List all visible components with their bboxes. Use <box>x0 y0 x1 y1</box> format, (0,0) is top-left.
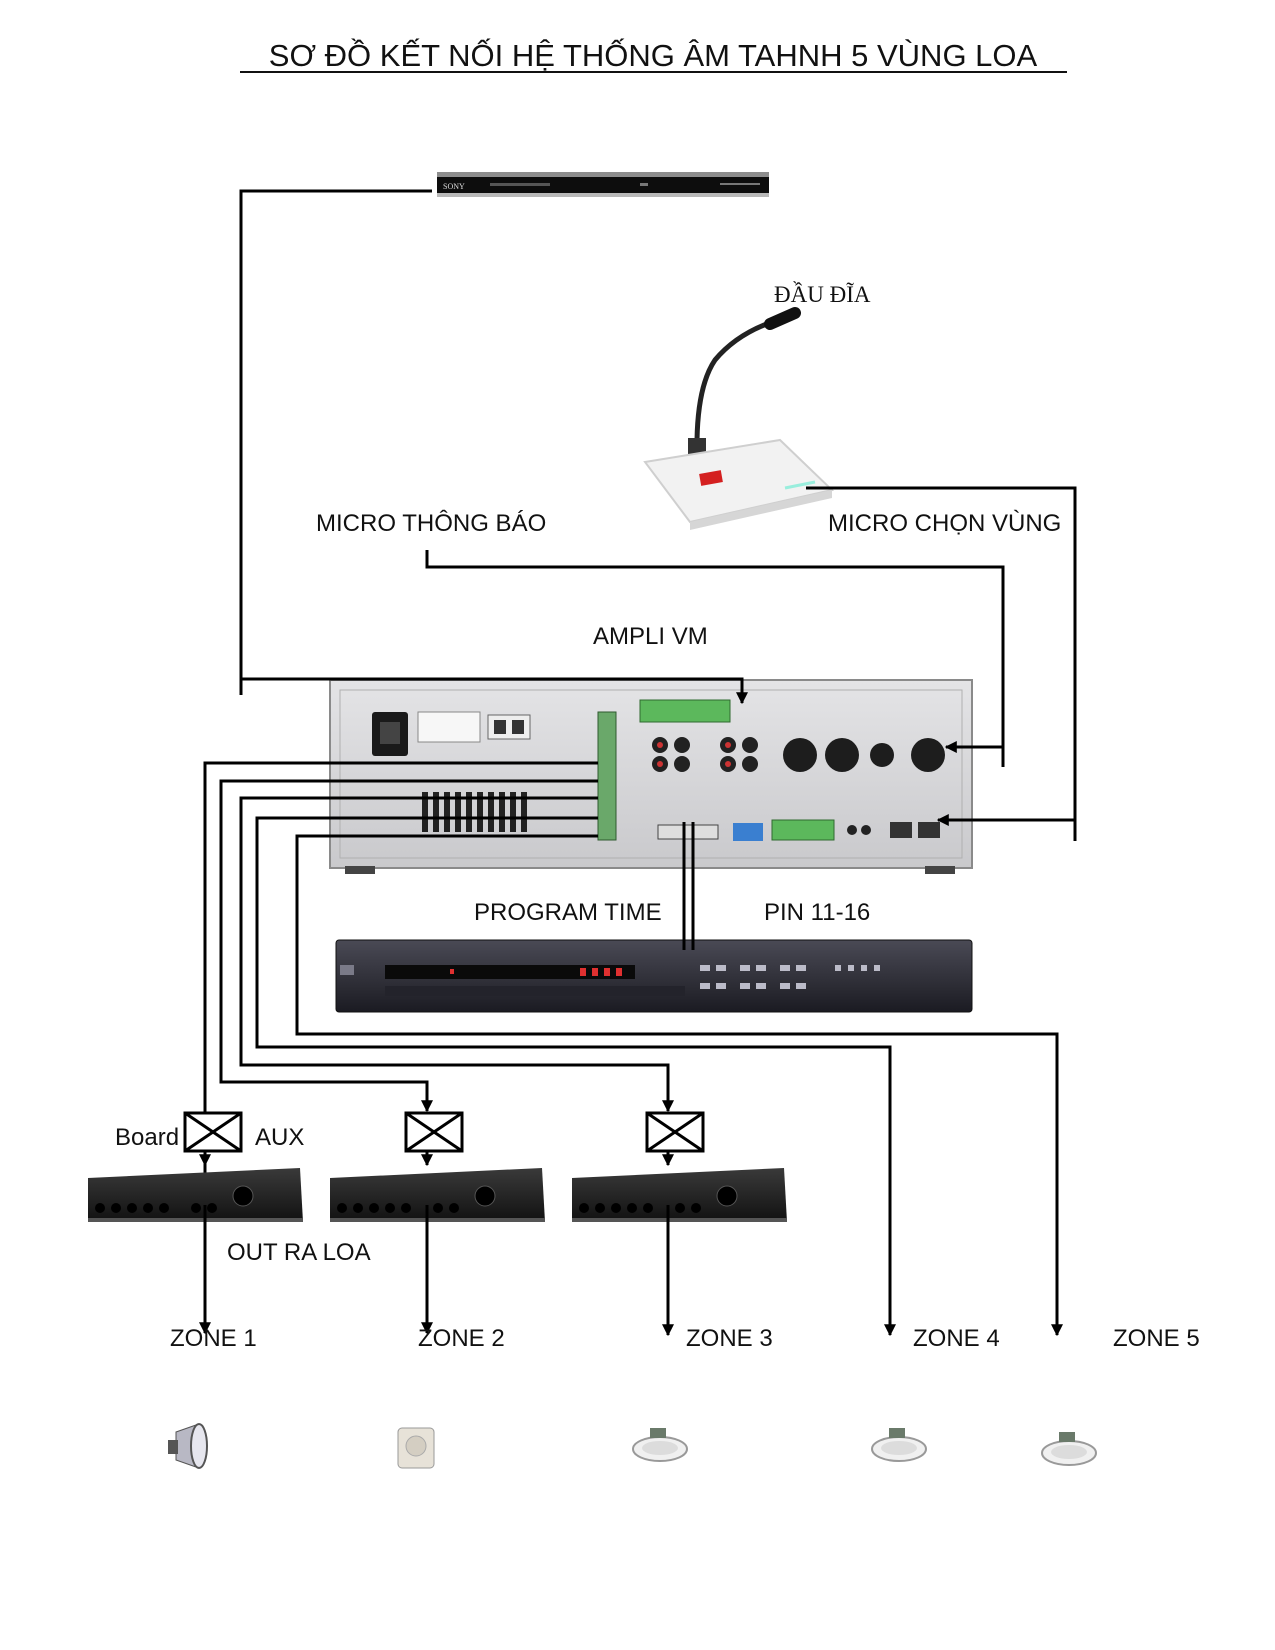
label-board: Board <box>115 1124 179 1151</box>
amplifier-rear-panel-icon <box>329 679 973 874</box>
relay-box <box>404 1111 464 1153</box>
relay-box <box>183 1111 243 1153</box>
ceiling-speaker-icon <box>1041 1432 1097 1466</box>
relay-box <box>645 1111 705 1153</box>
program-timer-icon <box>335 939 973 1013</box>
zone-label: ZONE 4 <box>913 1325 1000 1352</box>
dvd-brand-logo: SONY <box>443 182 465 191</box>
wiring <box>199 189 1077 1337</box>
horn-speaker-icon <box>168 1423 208 1469</box>
ceiling-speaker-icon <box>871 1428 927 1462</box>
label-zone-mic: MICRO CHỌN VÙNG <box>828 510 1061 537</box>
zone-label: ZONE 2 <box>418 1325 505 1352</box>
label-aux: AUX <box>255 1124 304 1151</box>
wall-speaker-icon <box>397 1427 435 1469</box>
paging-microphone-icon <box>643 307 835 530</box>
mixer-amplifier-icon <box>330 1168 545 1222</box>
label-speaker-out: OUT RA LOA <box>227 1239 371 1266</box>
label-amplifier: AMPLI VM <box>593 623 708 650</box>
label-program-timer: PROGRAM TIME <box>474 899 662 926</box>
label-pins: PIN 11-16 <box>764 899 870 926</box>
zone-label: ZONE 5 <box>1113 1325 1200 1352</box>
zone-label: ZONE 1 <box>170 1325 257 1352</box>
ceiling-speaker-icon <box>632 1428 688 1462</box>
dvd-player-icon: SONY <box>437 172 769 197</box>
mixer-amplifier-icon <box>88 1168 303 1222</box>
label-announce-mic: MICRO THÔNG BÁO <box>316 509 546 537</box>
label-disc-player: ĐẦU ĐĨA <box>774 281 871 307</box>
mixer-amplifier-icon <box>572 1168 787 1222</box>
zone-label: ZONE 3 <box>686 1325 773 1352</box>
diagram-title: SƠ ĐỒ KẾT NỐI HỆ THỐNG ÂM TAHNH 5 VÙNG L… <box>269 37 1038 73</box>
